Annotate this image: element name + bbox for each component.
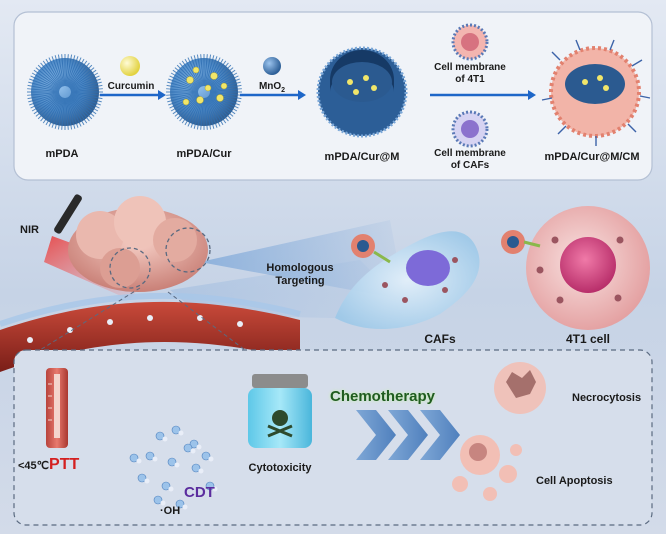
progress-chevrons-graphic xyxy=(356,410,460,460)
np-near-caf-graphic xyxy=(351,234,391,264)
label-mpda-cur-m: mPDA/Cur@M xyxy=(324,151,400,163)
label-4t1-cell: 4T1 cell xyxy=(565,332,611,346)
label-membrane-cafs: Cell membrane of CAFs xyxy=(434,148,506,171)
label-homologous-targeting: Homologous Targeting xyxy=(266,262,334,287)
label-necrocytosis: Necrocytosis xyxy=(572,392,642,404)
blood-vessel-graphic xyxy=(0,292,301,372)
label-curcumin: Curcumin xyxy=(107,81,155,92)
necrotic-cell-graphic xyxy=(494,362,546,414)
np-final-graphic xyxy=(541,39,651,146)
drug-bottle-graphic xyxy=(248,374,312,448)
cell-4t1-graphic xyxy=(526,206,650,330)
np-mpda-cur-graphic xyxy=(166,54,242,130)
hydroxyl-radicals-graphic xyxy=(129,425,218,510)
np-mpda-graphic xyxy=(27,54,103,130)
thermometer-graphic xyxy=(46,368,68,448)
label-cafs: CAFs xyxy=(424,332,456,346)
label-mno2: MnO2 xyxy=(258,81,286,94)
label-oh: ·OH xyxy=(160,505,181,517)
zoom-circle-2 xyxy=(165,227,211,273)
label-cytotoxicity: Cytotoxicity xyxy=(248,462,312,474)
zoom-circle-1 xyxy=(109,247,151,289)
label-cdt: CDT xyxy=(184,484,215,501)
membrane-4t1-graphic xyxy=(451,23,489,61)
apoptotic-cells-graphic xyxy=(452,435,522,501)
label-mpda-cur-m-cm: mPDA/Cur@M/CM xyxy=(544,151,640,163)
label-nir: NIR xyxy=(20,224,39,236)
label-cell-apoptosis: Cell Apoptosis xyxy=(536,475,613,487)
curcumin-graphic xyxy=(120,56,140,76)
label-mpda-cur: mPDA/Cur xyxy=(176,148,232,160)
label-membrane-4t1: Cell membrane of 4T1 xyxy=(434,62,506,85)
label-chemotherapy: Chemotherapy xyxy=(330,388,436,405)
mno2-graphic xyxy=(263,57,281,75)
caf-cell-graphic xyxy=(335,231,480,330)
label-ptt-group: <45℃PTT xyxy=(18,456,80,473)
label-mpda: mPDA xyxy=(45,148,79,160)
np-mpda-cur-m-graphic xyxy=(316,46,408,138)
np-near-4t1-graphic xyxy=(501,230,541,254)
membrane-cafs-graphic xyxy=(451,110,489,148)
therapy-panel xyxy=(13,349,653,526)
